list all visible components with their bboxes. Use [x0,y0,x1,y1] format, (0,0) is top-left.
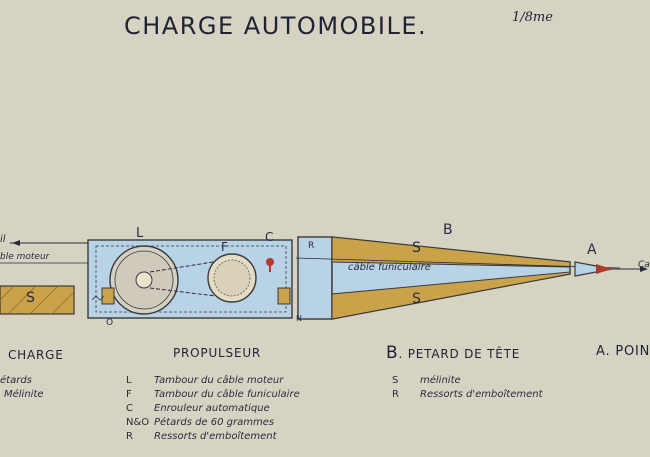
scale-note: 1/8me [512,10,553,25]
legend-petard-letter: B [386,343,399,363]
label-S-bottom: S [412,291,421,307]
legend-charge-item: Mélinite [4,389,44,400]
petard-N [277,287,291,305]
legend-charge-item: étards [0,375,32,386]
label-A: A [587,242,597,258]
label-cable-funiculaire: câble funiculaire [348,262,431,273]
legend-propulseur-item: C Enrouleur automatique [126,402,300,416]
drum-L-hub [135,271,153,289]
legend-petard-item: R Ressorts d'emboîtement [392,388,543,402]
label-O: O [106,318,114,328]
legend-petard-text: . PETARD DE TÊTE [398,347,521,361]
legend-propulseur-heading: PROPULSEUR [173,346,262,360]
legend-text: Ressorts d'emboîtement [420,389,543,400]
legend-text: Pétards de 60 grammes [154,417,275,428]
propulseur-inner [95,245,287,313]
legend-propulseur-item: R Ressorts d'emboîtement [126,430,300,444]
legend-propulseur-item: L Tambour du câble moteur [126,374,300,388]
label-R: R [308,241,315,251]
petard-O [101,287,115,305]
label-cable-moteur: ble moteur [0,252,50,262]
legend-key: R [392,389,399,400]
label-N: N [296,314,302,323]
charge-diagram [0,236,648,320]
drum-F-inner [213,259,251,297]
legend-key: L [126,375,132,386]
melinite-top [331,236,571,268]
right-arrowhead [640,266,648,272]
legend-key: R [126,431,133,442]
legend-pointe-heading: A. POINTE [596,344,650,359]
charge-body [0,285,75,315]
legend-charge-list: étards Mélinite [0,374,44,402]
label-L: L [136,226,144,241]
legend-key: C [126,403,133,414]
left-arrowhead [12,240,20,246]
petard-head-back [297,236,333,320]
legend-text: Ressorts d'emboîtement [154,431,277,442]
legend-propulseur-item: N&O Pétards de 60 grammes [126,416,300,430]
legend-propulseur-item: F Tambour du câble funiculaire [126,388,300,402]
legend-key: S [392,375,399,386]
legend-petard-heading: B. PETARD DE TÊTE [386,343,520,363]
spring-left [91,295,105,301]
pointe-tip [596,264,612,274]
legend-text: Tambour du câble moteur [154,375,284,386]
charge-hatching [0,285,75,315]
label-C: C [265,230,274,244]
legend-text: Enrouleur automatique [154,403,270,414]
melinite-bottom [331,271,571,320]
pointe-A [574,261,613,277]
legend-propulseur-list: L Tambour du câble moteur F Tambour du câb… [126,374,300,444]
label-left-arrow-text: il [0,234,6,245]
legend-charge-heading: CHARGE [8,348,64,362]
legend-text: Tambour du câble funiculaire [154,389,300,400]
label-S-charge: S [26,290,35,306]
page-title: CHARGE AUTOMOBILE. [124,12,428,40]
funicular-cable [295,257,621,269]
legend-key: F [126,389,132,400]
label-B: B [443,222,453,238]
legend-key: N&O [126,417,150,428]
label-right-arrow-text: Ca [638,260,650,270]
label-F: F [221,240,228,254]
legend-text: mélinite [420,375,461,386]
label-S-top: S [412,240,421,256]
